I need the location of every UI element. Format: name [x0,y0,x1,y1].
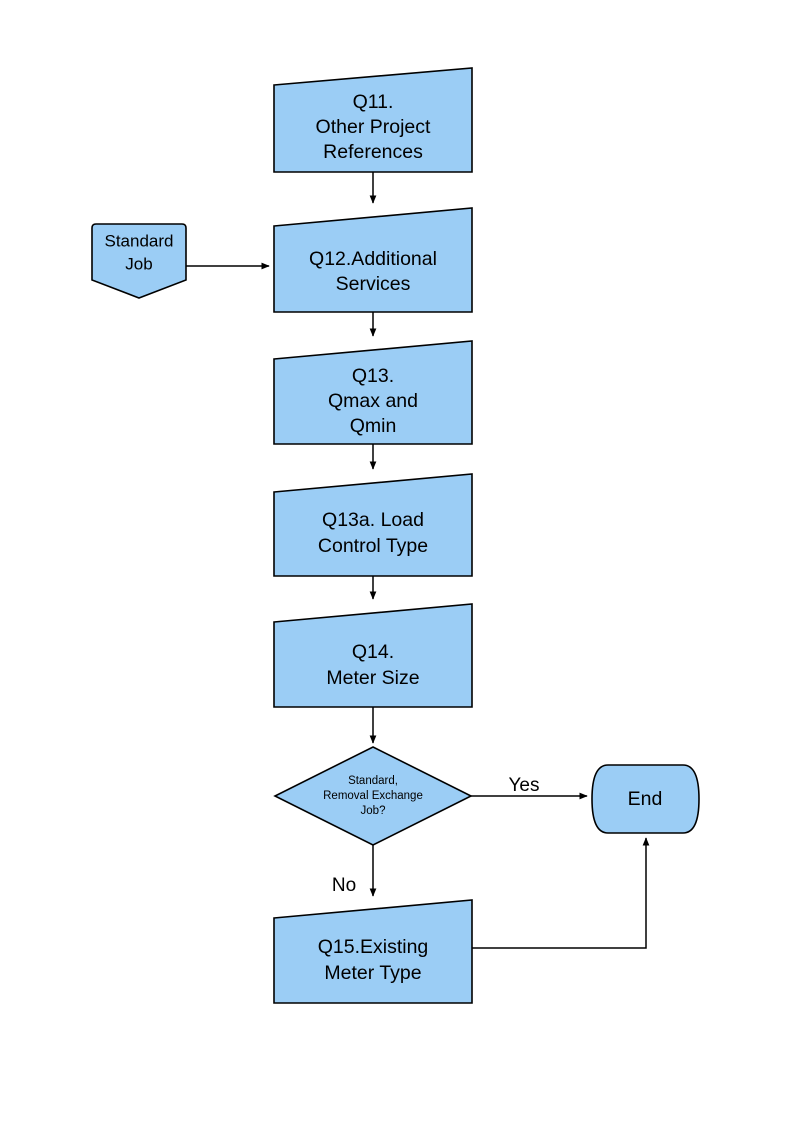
edge-q15-to-end [472,837,650,949]
node-q15-shape[interactable] [273,899,473,1004]
node-end[interactable]: End [591,764,700,834]
node-q13-shape[interactable] [273,340,473,445]
node-decision-shape[interactable] [273,746,473,846]
node-decision-line-2: Removal Exchange [323,790,423,802]
node-standard-job-shape[interactable] [91,223,187,299]
edge-label-yes: Yes [509,775,540,796]
node-q12-line-2: Services [336,273,411,295]
node-end-shape[interactable] [591,764,700,834]
node-q11-line-3: References [323,141,423,163]
node-q11-line-1: Q11. [353,91,394,113]
node-end-label: End [628,788,663,810]
edge-label-no: No [332,875,356,896]
node-standard-job[interactable]: Standard Job [91,223,187,299]
node-q15[interactable]: Q15.Existing Meter Type [273,899,473,1004]
node-q15-line-1: Q15.Existing [318,936,429,958]
node-standard-job-line-2: Job [125,254,152,273]
node-standard-job-line-1: Standard [105,231,174,250]
edges-layer [186,172,650,949]
node-q14-shape[interactable] [273,603,473,708]
node-q13-line-1: Q13. [352,365,394,387]
node-q12-line-1: Q12.Additional [309,248,437,270]
node-q13a-line-1: Q13a. Load [322,509,424,531]
node-q11-line-2: Other Project [316,116,431,138]
node-q14-line-1: Q14. [352,641,394,663]
node-q13-line-3: Qmin [350,415,397,437]
node-q11-shape[interactable] [273,67,473,173]
node-q11[interactable]: Q11. Other Project References [273,67,473,173]
node-q14-line-2: Meter Size [326,667,419,689]
node-q15-line-2: Meter Type [324,962,421,984]
node-q14[interactable]: Q14. Meter Size [273,603,473,708]
node-q13[interactable]: Q13. Qmax and Qmin [273,340,473,445]
node-q13a[interactable]: Q13a. Load Control Type [273,473,473,577]
node-q13a-shape[interactable] [273,473,473,577]
node-q13a-line-2: Control Type [318,535,428,557]
node-decision-line-1: Standard, [348,775,398,787]
edge-labels-layer: Yes No [332,775,540,896]
node-q13-line-2: Qmax and [328,390,418,412]
node-decision[interactable]: Standard, Removal Exchange Job? [273,746,473,846]
node-q12-shape[interactable] [273,207,473,313]
node-q12[interactable]: Q12.Additional Services [273,207,473,313]
node-decision-line-3: Job? [361,805,386,817]
